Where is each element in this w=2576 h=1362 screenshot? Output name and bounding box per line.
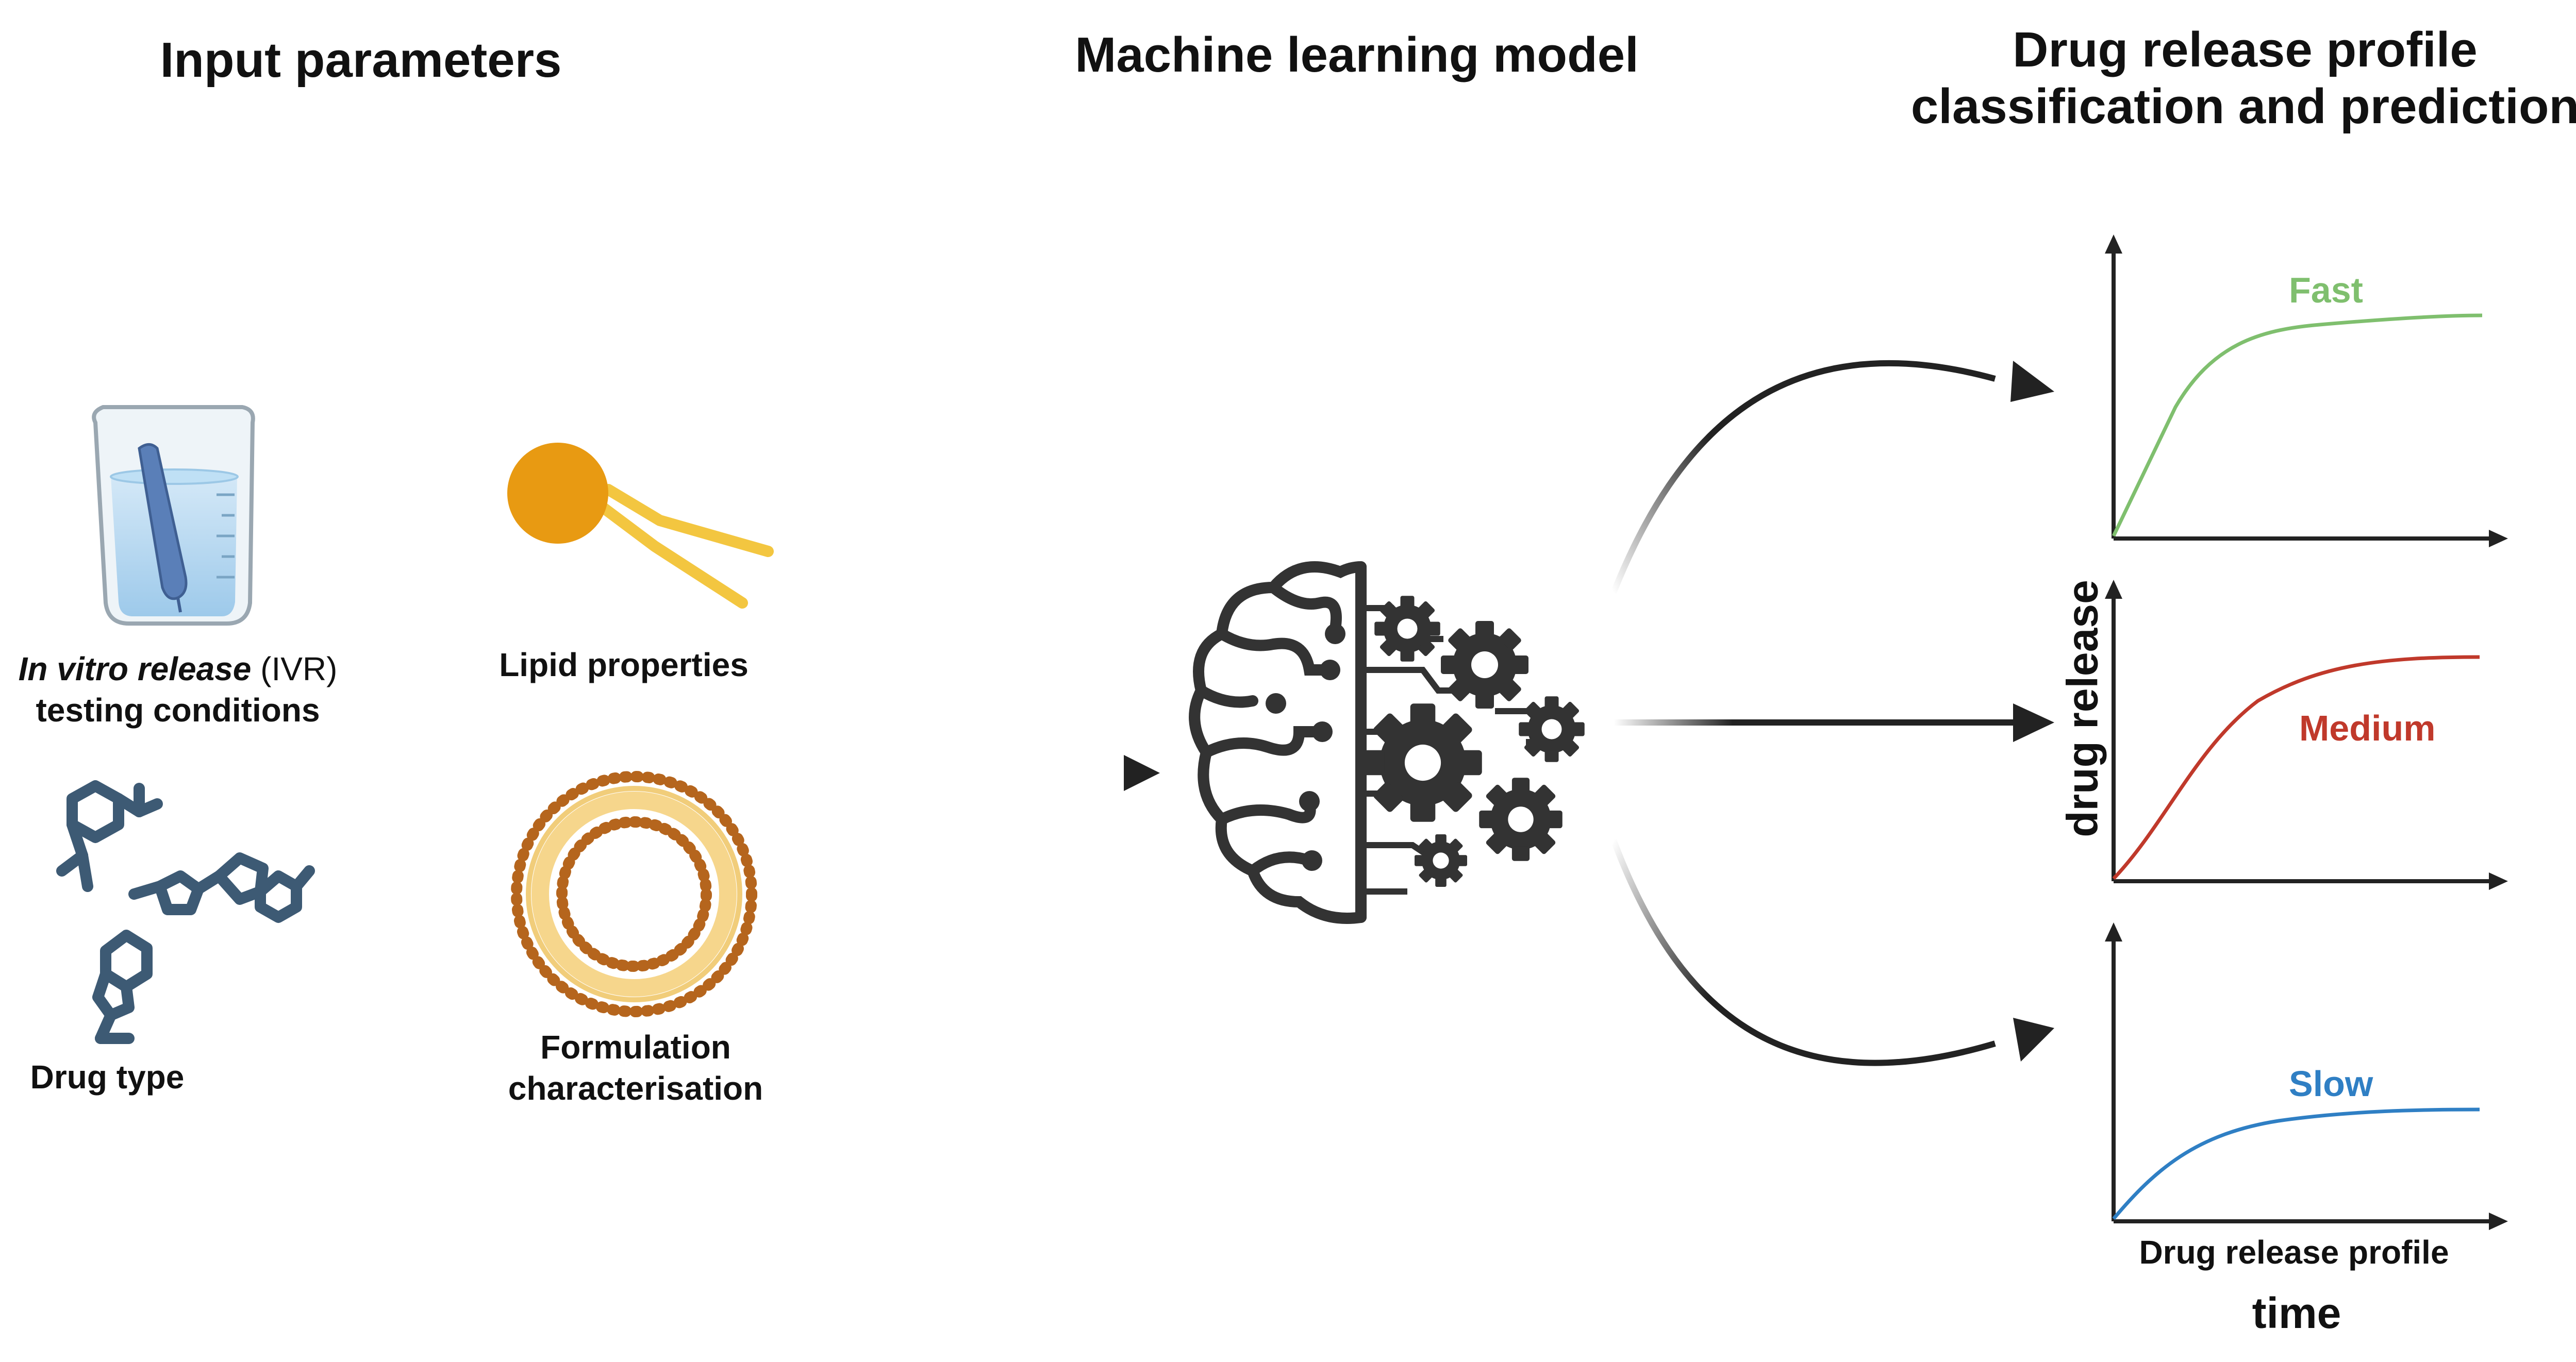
ml-model-title: Machine learning model [1075, 27, 1639, 82]
drug-type-label: Drug type [30, 1058, 185, 1096]
formulation-label-line1: Formulation [540, 1029, 731, 1066]
medium-curve [2112, 655, 2480, 880]
slow-label: Slow [2289, 1064, 2373, 1104]
fast-label: Fast [2289, 270, 2363, 310]
lipid-label: Lipid properties [499, 646, 749, 683]
ivr-label-line2: testing conditions [36, 692, 320, 729]
ivr-label: In vitro release (IVR) testing condition… [19, 648, 338, 731]
ivr-label-rest: (IVR) [251, 650, 338, 687]
formulation-label: Formulation characterisation [508, 1027, 763, 1109]
liposome-icon [511, 771, 757, 1017]
input-parameters-title: Input parameters [160, 32, 562, 88]
ivr-label-italic: In vitro release [18, 650, 252, 687]
model-to-fast-arrow [1610, 360, 2054, 594]
input-to-model-arrow [794, 755, 1160, 791]
beaker-icon [92, 405, 255, 626]
chart-axes [2105, 234, 2508, 1230]
drug-molecules-icon [56, 780, 315, 1044]
fast-curve [2112, 313, 2483, 537]
slow-curve [2112, 1107, 2480, 1220]
model-to-medium-arrow [1614, 703, 2054, 742]
lipid-icon [507, 443, 774, 609]
model-to-slow-arrow [1610, 838, 2054, 1066]
formulation-label-line2: characterisation [508, 1070, 763, 1107]
chart-caption: Drug release profile [2139, 1234, 2449, 1271]
x-axis-label: time [2252, 1289, 2341, 1337]
y-axis-label: drug release [2058, 580, 2107, 837]
medium-label: Medium [2299, 708, 2436, 748]
brain-gears-icon [1189, 561, 1585, 924]
output-title-line2: classification and prediction [1910, 79, 2576, 134]
output-title-line1: Drug release profile [2013, 22, 2478, 77]
output-title: Drug release profile classification and … [1911, 22, 2576, 136]
